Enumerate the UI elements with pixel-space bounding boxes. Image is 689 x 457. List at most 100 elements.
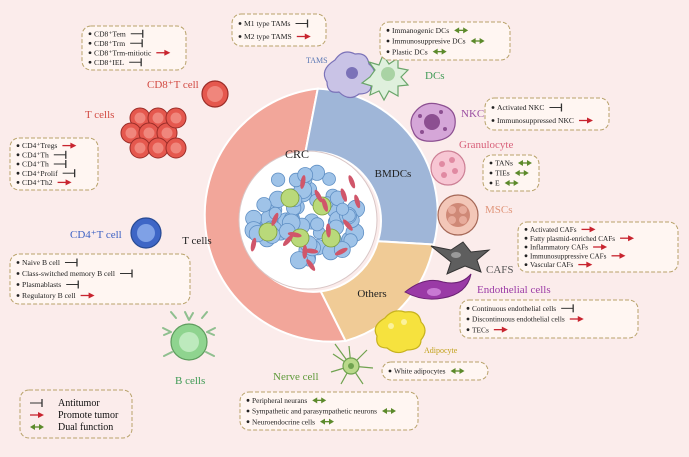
t-cell-cluster-icon — [120, 107, 187, 159]
dual-marker-icon — [312, 397, 327, 404]
box-item-label: Plasmablasts — [22, 280, 61, 289]
box-item: Discontinuous endothelial cells — [466, 315, 584, 324]
box-item: Regulatory B cell — [16, 291, 95, 300]
nkc-icon — [410, 102, 456, 142]
bullet-icon — [524, 236, 528, 240]
dual-marker-icon — [504, 180, 519, 186]
t-cell-nucleus-mark — [143, 127, 155, 139]
stromal-cell-mark — [325, 223, 331, 238]
dual-marker-icon — [432, 48, 447, 55]
anti-marker-icon — [129, 58, 142, 67]
box-item: CD4⁺Th — [16, 160, 67, 169]
stromal-cell-mark — [282, 235, 294, 246]
dual-marker-icon — [450, 368, 465, 374]
pro-marker-icon — [611, 252, 626, 259]
bullet-icon — [524, 228, 528, 231]
dual-marker-icon — [470, 38, 485, 44]
bullet-icon — [16, 144, 20, 148]
box-item-label: CD4⁺Th — [22, 160, 49, 169]
stromal-cell-mark — [300, 175, 306, 189]
info-box-frame — [482, 154, 540, 192]
tams-label: TAMS — [306, 56, 328, 65]
box-item-label: Activated CAFs — [530, 226, 577, 234]
stromal-cell-mark — [314, 189, 323, 203]
legend-promote-tumor-label: Promote tumor — [58, 410, 119, 421]
bullet-icon — [16, 294, 20, 297]
box-item-label: Naive B cell — [22, 258, 60, 267]
t-cell-nucleus-mark — [152, 142, 164, 154]
nerve-cell-label: Nerve cell — [273, 371, 319, 383]
box-item: White adipocytes — [388, 367, 465, 376]
anti-marker-icon — [62, 169, 76, 178]
others-segment-label: Others — [357, 288, 386, 300]
box-item-label: Plastic DCs — [392, 47, 428, 56]
bullet-icon — [238, 22, 242, 25]
tumor-cluster-illustration — [244, 164, 365, 271]
pro-marker-icon — [579, 117, 593, 124]
info-box-frame — [484, 97, 610, 131]
pro-marker-icon — [156, 49, 171, 56]
pro-marker-icon — [620, 235, 635, 242]
dual-marker-icon — [320, 418, 334, 425]
box-item-label: Immunosuppresive DCs — [392, 37, 466, 46]
bullet-icon — [386, 39, 390, 43]
bullet-icon — [524, 254, 528, 258]
endothelial-cell-icon — [404, 273, 472, 300]
anti-marker-icon — [64, 258, 78, 267]
anti-marker-icon — [130, 29, 144, 38]
tumor-cell-mark — [322, 172, 336, 186]
box-item: Immanogenic DCs — [386, 26, 469, 35]
granulocyte-icon — [430, 150, 466, 186]
box-item: Neuroendocrine cells — [246, 417, 334, 426]
legend-marks — [30, 399, 44, 430]
stromal-cell-mark — [354, 194, 361, 209]
box-item-label: Class-switched memory B cell — [22, 269, 115, 278]
stromal-cell-mark — [340, 188, 348, 202]
bullet-icon — [16, 261, 20, 264]
box-item-label: CD4⁺Tregs — [22, 141, 57, 150]
adipo-info-box: White adipocytes — [381, 361, 489, 381]
box-item-label: CD4⁺Th2 — [22, 178, 53, 187]
stromal-cell-mark — [250, 237, 257, 252]
legend-dual-function-label: Dual function — [58, 422, 113, 433]
bullet-icon — [16, 283, 20, 286]
t-cells-segment-label: T cells — [182, 235, 211, 247]
dual-marker-icon — [517, 160, 532, 166]
box-item: CD4⁺Prolif — [16, 169, 76, 178]
box-item-label: Sympathetic and parasympathetic neurons — [252, 407, 377, 416]
box-item: TIEs — [489, 169, 529, 178]
box-item: Continuous endothelial cells — [466, 304, 574, 313]
anti-marker-icon — [561, 304, 574, 313]
nerve-cell-icon — [330, 343, 374, 385]
bullet-icon — [88, 32, 92, 36]
box-item-label: Peripheral neurans — [252, 396, 307, 405]
pro-marker-icon — [80, 292, 95, 299]
bullet-icon — [489, 171, 493, 175]
box-item-label: Activated NKC — [497, 103, 544, 112]
box-item-label: CD4⁺Th — [22, 150, 49, 159]
tumor-cell-mark — [256, 197, 272, 213]
endothelial-cells-label: Endothelial cells — [477, 284, 551, 296]
legend: Antitumor Promote tumor Dual function — [19, 389, 133, 439]
box-item: TECs — [466, 325, 508, 334]
t-cell-nucleus-mark — [170, 112, 182, 124]
box-item: Sympathetic and parasympathetic neurons — [246, 407, 396, 416]
t-cells-label: T cells — [85, 109, 114, 121]
box-item-label: CD8⁺Tem — [94, 29, 126, 38]
cd4-t-cell-icon — [130, 217, 162, 249]
box-item: CD4⁺Tregs — [16, 141, 77, 150]
info-box-frame — [239, 391, 419, 431]
immune-cell-mark — [258, 222, 278, 242]
t-cell-nucleus-mark — [134, 142, 146, 154]
stromal-cell-mark — [304, 248, 319, 254]
mscs-icon — [437, 194, 479, 236]
pro-marker-icon — [581, 226, 596, 233]
bullet-icon — [16, 181, 20, 184]
bullet-icon — [238, 35, 242, 38]
box-item-label: Regulatory B cell — [22, 291, 76, 300]
stromal-cell-mark — [348, 175, 356, 189]
bullet-icon — [246, 420, 250, 424]
